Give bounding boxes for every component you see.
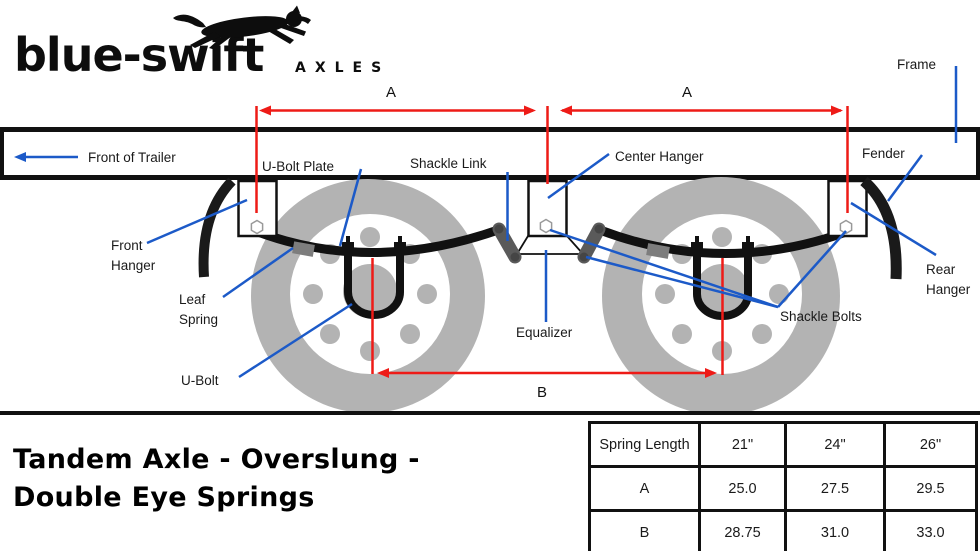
- label-leaf-spring: Leaf Spring: [179, 292, 219, 327]
- label-fender: Fender: [862, 146, 905, 161]
- label-u-bolt: U-Bolt: [181, 373, 219, 388]
- suspension-diagram: [14, 66, 958, 415]
- callout-lines: [22, 66, 958, 379]
- label-shackle-bolts: Shackle Bolts: [780, 309, 862, 324]
- hanger-bolt: [250, 219, 264, 235]
- page-title: Tandem Axle - Overslung - Double Eye Spr…: [13, 444, 420, 513]
- label-u-bolt-plate: U-Bolt Plate: [262, 159, 335, 174]
- equalizer-bolt: [539, 218, 553, 234]
- trailer-frame: [0, 127, 980, 180]
- dimension-label-b: B: [537, 384, 548, 401]
- front-of-trailer-arrowhead: [14, 152, 26, 162]
- header-spring-length: Spring Length: [588, 421, 701, 468]
- dimension-arrowheads: [259, 105, 843, 378]
- dimension-lines: [255, 106, 849, 375]
- hanger-bolt: [839, 219, 853, 235]
- label-rear-hanger: Rear Hanger: [926, 262, 971, 297]
- header-24in: 24": [784, 421, 886, 468]
- rear-fender-arc: [860, 176, 902, 280]
- right-wheel: [602, 177, 840, 415]
- spring-length-table: Spring Length 21" 24" 26" A 25.0 27.5 29…: [588, 421, 978, 551]
- table-header-row: Spring Length 21" 24" 26": [588, 421, 978, 468]
- left-wheel: [251, 179, 485, 413]
- cheetah-icon: [173, 5, 311, 50]
- front-fender-arc: [198, 177, 236, 278]
- bottom-panel: Tandem Axle - Overslung - Double Eye Spr…: [0, 411, 980, 551]
- label-center-hanger: Center Hanger: [615, 149, 704, 164]
- dimension-label-a2: A: [682, 84, 693, 101]
- table-row: B 28.75 31.0 33.0: [588, 509, 978, 551]
- front-u-bolt: [342, 236, 406, 319]
- table-row: A 25.0 27.5 29.5: [588, 465, 978, 512]
- brand-logo-suffix: AXLES: [295, 60, 391, 76]
- label-frame: Frame: [897, 57, 937, 72]
- header-26in: 26": [883, 421, 978, 468]
- spring-clamp: [292, 241, 315, 257]
- spring-clamp: [646, 243, 670, 259]
- rear-leaf-spring: [598, 225, 848, 258]
- front-leaf-spring: [256, 225, 500, 257]
- label-equalizer: Equalizer: [516, 325, 573, 340]
- dimension-label-a1: A: [386, 84, 397, 101]
- header-21in: 21": [698, 421, 787, 468]
- label-front-of-trailer: Front of Trailer: [88, 150, 176, 165]
- label-front-hanger: Front Hanger: [111, 238, 156, 273]
- label-shackle-link: Shackle Link: [410, 156, 487, 171]
